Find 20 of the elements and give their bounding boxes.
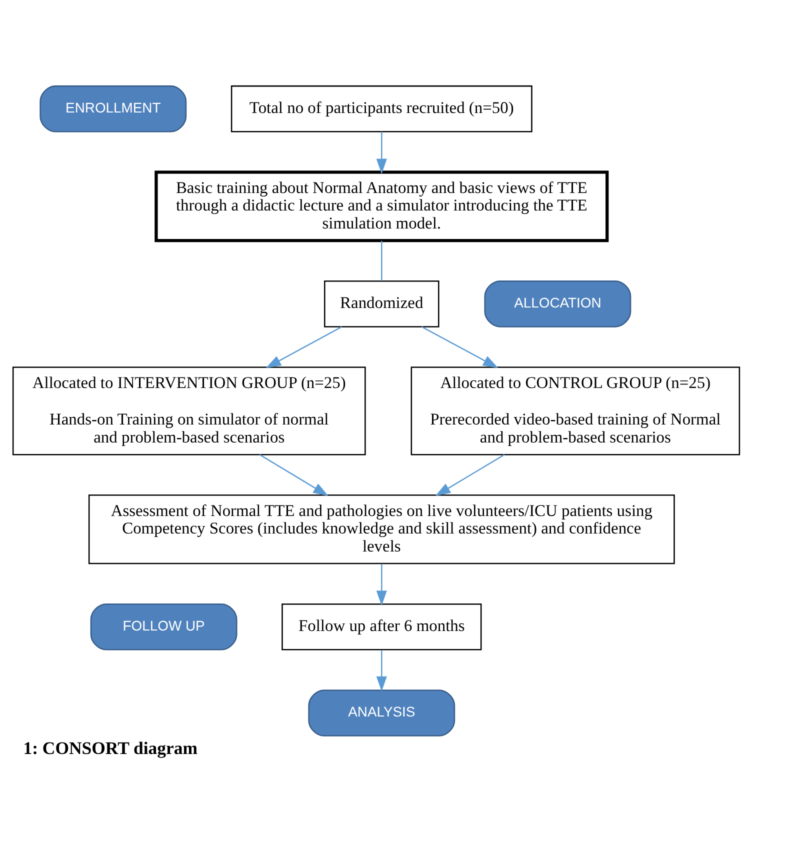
arrow	[376, 650, 387, 692]
arrow	[435, 454, 505, 496]
node-box: Randomized	[324, 280, 440, 327]
node-box: ANALYSIS	[308, 689, 456, 736]
arrow	[376, 563, 387, 606]
node-box: Allocated to INTERVENTION GROUP (n=25) Hands-on Training on simulator of normal and problem-based scenarios	[12, 366, 366, 455]
caption: 1: CONSORT diagram	[23, 737, 198, 758]
node-box: Assessment of Normal TTE and pathologies on live volunteers/ICU patients using Competency Scores (includes knowledge and skill assessment) and confidence levels	[88, 494, 675, 564]
arrow	[266, 326, 342, 368]
node-box: ENROLLMENT	[40, 84, 187, 132]
node-box: Allocated to CONTROL GROUP (n=25) Prerecorded video-based training of Normal and problem-based scenarios	[410, 366, 740, 455]
node-box: ALLOCATION	[484, 280, 632, 327]
connector	[381, 240, 382, 280]
node-box: Total no of participants recruited (n=50)	[230, 84, 532, 132]
node-box: FOLLOW UP	[90, 602, 238, 650]
node-box: Basic training about Normal Anatomy and basic views of TTE through a didactic lecture and a simulator introducing the TTE simulation model.	[154, 170, 609, 242]
arrow	[422, 326, 498, 368]
arrow	[376, 131, 387, 174]
arrow	[259, 454, 328, 496]
node-box: Follow up after 6 months	[282, 602, 482, 650]
